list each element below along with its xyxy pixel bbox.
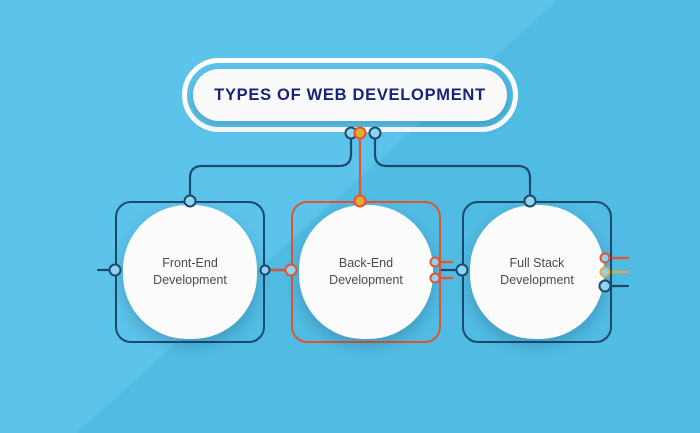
card-full-stack-node-left[interactable] <box>455 263 469 277</box>
card-full-stack-node-top[interactable] <box>523 194 537 208</box>
card-front-end-label: Front-End Development <box>153 256 227 287</box>
card-full-stack-surface: Full Stack Development <box>470 205 604 339</box>
card-front-end-node-left[interactable] <box>108 263 122 277</box>
card-back-end-node-left[interactable] <box>284 263 298 277</box>
card-back-end-surface: Back-End Development <box>299 205 433 339</box>
connector-node-center[interactable] <box>353 126 367 140</box>
wire-to-full-stack <box>373 131 532 203</box>
card-full-stack[interactable]: Full Stack Development <box>462 201 612 343</box>
diagram-title-pill: TYPES OF WEB DEVELOPMENT <box>193 69 507 121</box>
card-front-end[interactable]: Front-End Development <box>115 201 265 343</box>
card-full-stack-node-right-amber[interactable] <box>599 266 611 278</box>
card-front-end-node-top[interactable] <box>183 194 197 208</box>
card-back-end[interactable]: Back-End Development <box>291 201 441 343</box>
card-full-stack-label: Full Stack Development <box>500 256 574 287</box>
card-full-stack-node-right-red[interactable] <box>599 252 611 264</box>
card-front-end-surface: Front-End Development <box>123 205 257 339</box>
card-back-end-label: Back-End Development <box>329 256 403 287</box>
card-full-stack-node-right-navy[interactable] <box>598 279 612 293</box>
card-back-end-node-right-upper[interactable] <box>429 256 441 268</box>
wire-to-front-end <box>188 131 353 203</box>
card-back-end-node-top[interactable] <box>353 194 367 208</box>
connector-node-right[interactable] <box>368 126 382 140</box>
card-back-end-node-right-lower[interactable] <box>429 272 441 284</box>
diagram-title-capsule: TYPES OF WEB DEVELOPMENT <box>182 58 518 132</box>
card-front-end-node-right[interactable] <box>259 264 271 276</box>
page-title: TYPES OF WEB DEVELOPMENT <box>214 85 486 104</box>
